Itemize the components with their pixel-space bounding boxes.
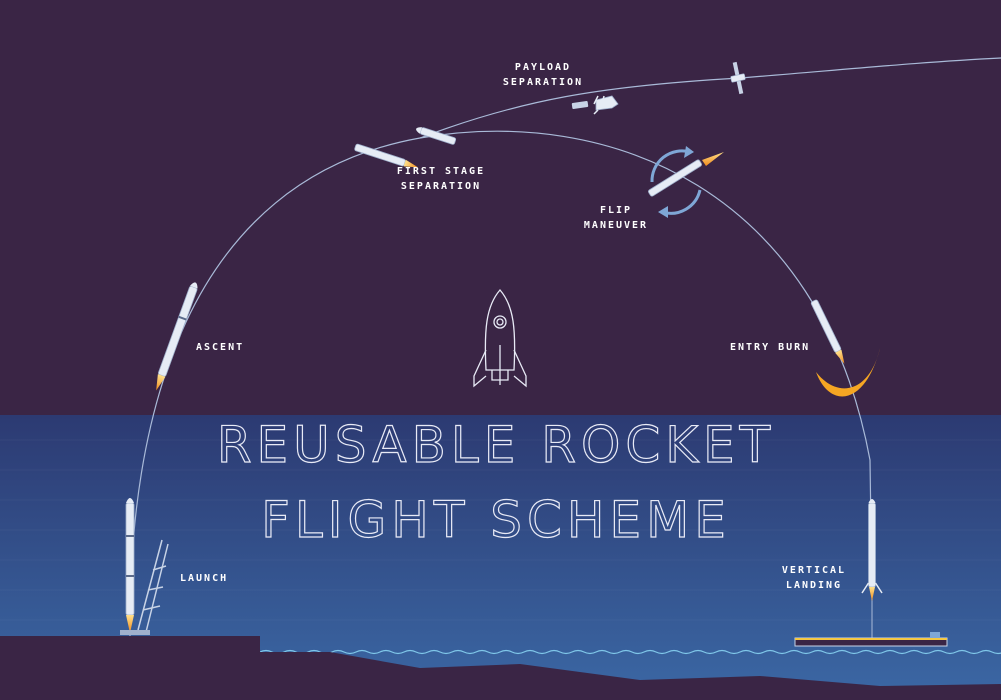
label-payload-line-1: PAYLOAD xyxy=(515,62,571,73)
label-flip-line-2: MANEUVER xyxy=(584,220,648,231)
title-line-1: REUSABLE ROCKET xyxy=(217,416,775,474)
label-payload-line-2: SEPARATION xyxy=(503,77,583,88)
label-first-stage-line-2: SEPARATION xyxy=(401,181,481,192)
payload-separation-craft xyxy=(571,95,619,115)
landing-barge-icon xyxy=(794,632,948,647)
label-entry-burn: ENTRY BURN xyxy=(730,342,810,353)
label-ascent: ASCENT xyxy=(196,342,244,353)
rocket-outline-icon xyxy=(473,289,527,388)
launch-ground xyxy=(0,636,1001,700)
label-landing-line-2: LANDING xyxy=(786,580,842,591)
rotation-arrows-icon xyxy=(650,146,702,218)
label-landing-line-1: VERTICAL xyxy=(782,565,846,576)
launch-rocket xyxy=(125,498,135,633)
first-stage-separation-rockets xyxy=(354,127,457,168)
flip-maneuver xyxy=(648,146,724,218)
sea-bands xyxy=(0,439,1001,621)
label-launch: LAUNCH xyxy=(180,573,228,584)
water-wave xyxy=(259,649,1001,655)
satellite-icon xyxy=(730,61,746,95)
ascent-rocket xyxy=(156,282,198,391)
label-first-stage-line-1: FIRST STAGE xyxy=(397,166,485,177)
label-flip-line-1: FLIP xyxy=(600,205,632,216)
title-line-2: FLIGHT SCHEME xyxy=(261,491,731,549)
entry-burn-rocket xyxy=(810,299,880,397)
landing-rocket xyxy=(861,499,883,601)
launch-tower-icon xyxy=(120,539,169,635)
